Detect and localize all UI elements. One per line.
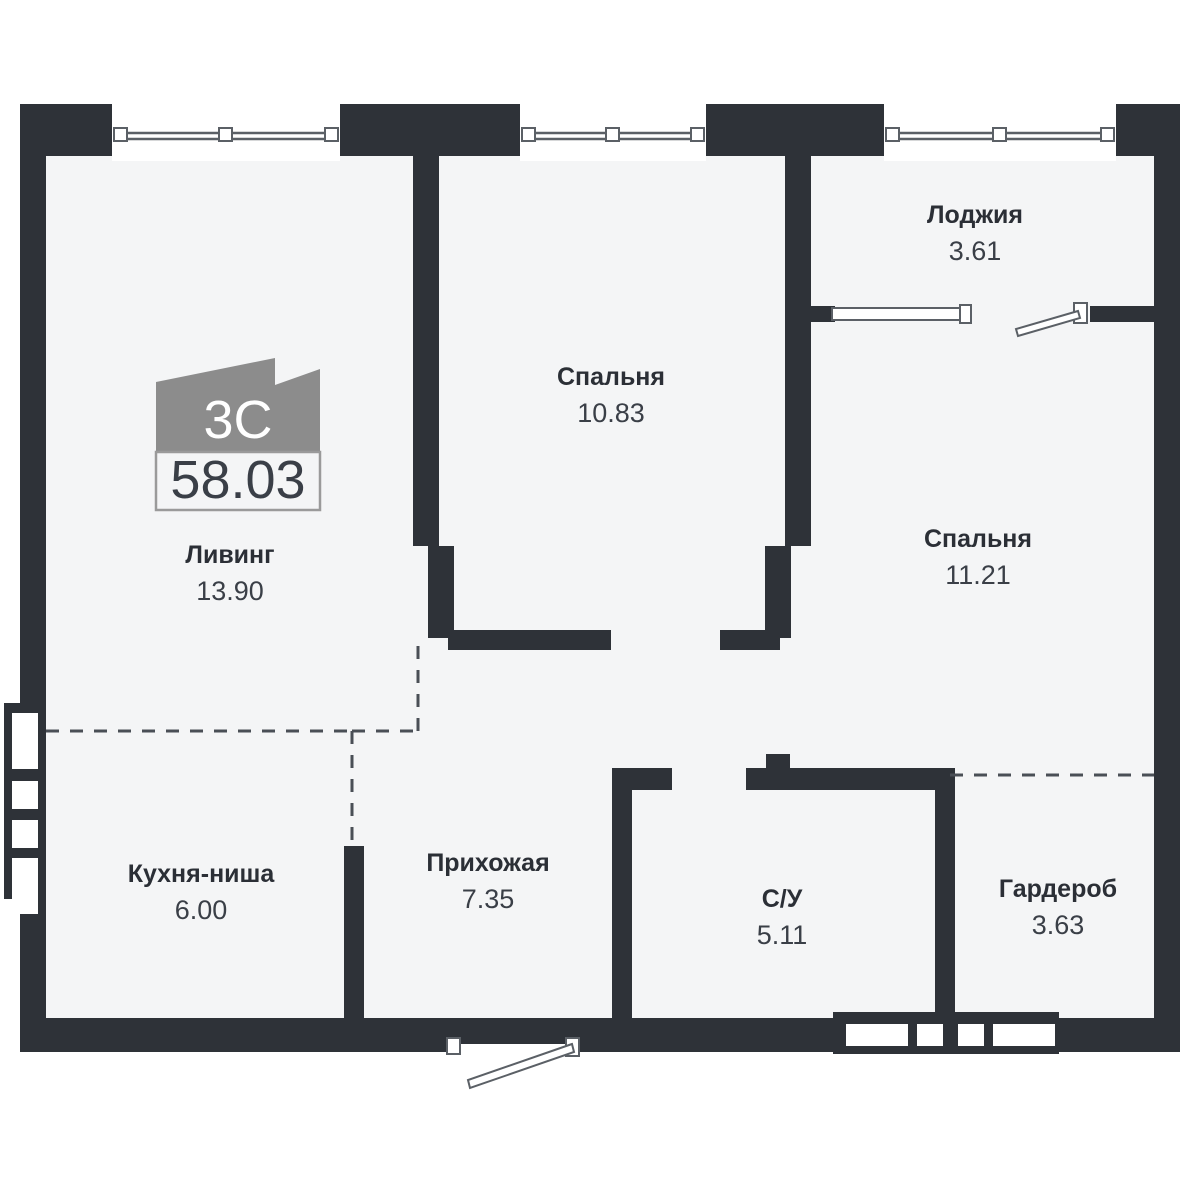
- room-area-loggia: 3.61: [949, 236, 1002, 266]
- room-name-hallway: Прихожая: [426, 849, 549, 877]
- wall-bathroom-top: [746, 768, 955, 790]
- window-bedroom1-top: [520, 113, 706, 161]
- wall-top-seg-2: [340, 104, 520, 156]
- room-label-bedroom2: Спальня 11.21: [924, 525, 1032, 590]
- badge-type-label: 3С: [203, 390, 272, 450]
- wall-bathroom-wardrobe: [935, 775, 955, 1023]
- wall-living-bedroom1: [413, 156, 439, 546]
- shaft-bottom-slot-1: [846, 1024, 908, 1046]
- wall-bathroom-top-nub: [766, 754, 790, 772]
- room-name-wardrobe: Гардероб: [999, 875, 1117, 903]
- shaft-left-slot-2: [12, 781, 38, 809]
- wall-bottom-thick-left: [20, 1018, 450, 1052]
- room-label-hallway: Прихожая 7.35: [426, 849, 549, 914]
- room-label-living: Ливинг 13.90: [185, 541, 274, 606]
- window-living-top: [112, 113, 340, 161]
- apartment-badge: 3С 58.03: [154, 358, 322, 512]
- window-loggia-inner: [831, 304, 972, 324]
- room-name-bedroom2: Спальня: [924, 525, 1032, 553]
- room-area-bedroom2: 11.21: [945, 560, 1011, 590]
- wall-hallway-bathroom: [612, 775, 632, 1023]
- shaft-bottom-slot-2: [917, 1024, 943, 1046]
- wall-bedroom1-bedroom2-jamb: [765, 546, 791, 638]
- wall-hallway-bathroom-head: [612, 768, 672, 790]
- badge-area-box: [154, 450, 322, 512]
- door-swings: [446, 302, 1088, 1090]
- door-loggia-swing: [1014, 302, 1088, 338]
- wall-bedroom1-bottom-left: [448, 630, 611, 650]
- badge-area-label: 58.03: [170, 450, 305, 510]
- door-entrance-swing: [446, 1037, 580, 1090]
- wall-kitchen-hallway: [344, 846, 364, 1026]
- wall-right: [1154, 104, 1180, 1044]
- shaft-blocks: [4, 703, 1059, 1054]
- room-area-living: 13.90: [196, 576, 264, 606]
- wall-loggia-divider-right: [1090, 306, 1154, 322]
- wall-top-seg-3: [706, 104, 884, 156]
- shaft-bottom-slot-3: [958, 1024, 984, 1046]
- room-area-kitchen: 6.00: [175, 895, 228, 925]
- room-name-living: Ливинг: [185, 541, 274, 569]
- shaft-left-slot-1: [12, 713, 38, 769]
- room-label-wardrobe: Гардероб 3.63: [999, 875, 1117, 940]
- wall-loggia-divider: [791, 306, 835, 322]
- room-name-loggia: Лоджия: [927, 201, 1023, 229]
- wall-bedroom1-bottom-right: [720, 630, 780, 650]
- room-name-kitchen: Кухня-ниша: [128, 860, 276, 888]
- shaft-bottom-slot-4: [993, 1024, 1055, 1046]
- shaft-left-slot-3: [12, 820, 38, 848]
- room-area-bedroom1: 10.83: [577, 398, 645, 428]
- windows: [112, 113, 1116, 324]
- wall-bedroom1-bedroom2: [785, 156, 811, 546]
- room-labels: Ливинг 13.90 Спальня 10.83 Лоджия 3.61 С…: [128, 201, 1117, 950]
- interior-walls: [344, 156, 1154, 1026]
- room-area-hallway: 7.35: [462, 884, 515, 914]
- room-name-bathroom: С/У: [762, 885, 803, 913]
- wall-living-bedroom1-jamb: [428, 546, 454, 638]
- room-area-bathroom: 5.11: [757, 920, 808, 950]
- badge-banner: [156, 358, 320, 452]
- room-label-loggia: Лоджия 3.61: [927, 201, 1023, 266]
- shaft-left-slot-4: [12, 858, 38, 914]
- window-loggia-top: [884, 113, 1116, 161]
- room-label-bedroom1: Спальня 10.83: [557, 363, 665, 428]
- room-area-wardrobe: 3.63: [1032, 910, 1085, 940]
- zone-dashed-lines: [46, 646, 1154, 846]
- room-label-kitchen: Кухня-ниша 6.00: [128, 860, 276, 925]
- room-label-bathroom: С/У 5.11: [757, 885, 808, 950]
- room-name-bedroom1: Спальня: [557, 363, 665, 391]
